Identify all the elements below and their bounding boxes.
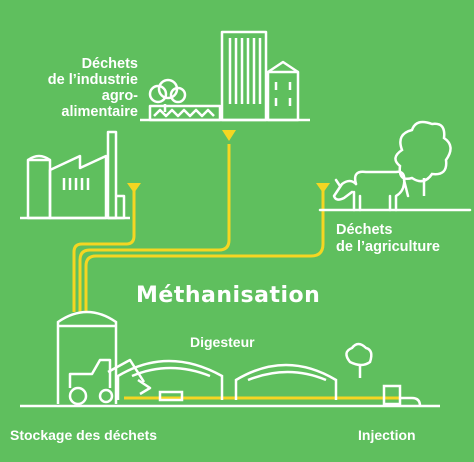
digester-label: Digesteur xyxy=(190,334,255,350)
agriculture-waste-label: Déchets de l’agriculture xyxy=(336,222,440,256)
injection-icon xyxy=(345,342,422,407)
agriculture-waste-line1: Déchets xyxy=(336,222,393,238)
diagram-title: Méthanisation xyxy=(136,283,321,308)
industry-waste-line3: agro- xyxy=(101,88,138,104)
industry-waste-line2: de l’industrie xyxy=(47,72,138,88)
industry-waste-line1: Déchets xyxy=(81,56,138,72)
source-markers xyxy=(127,130,330,193)
tractor-icon xyxy=(68,358,152,406)
city-icon xyxy=(140,30,310,122)
storage-tank-icon xyxy=(56,310,118,404)
digester-icon xyxy=(116,359,338,402)
factory-icon xyxy=(20,130,130,220)
waste-pipes xyxy=(72,144,400,400)
tree-icon xyxy=(394,120,452,196)
cow-icon xyxy=(318,170,472,212)
agriculture-waste-line2: de l’agriculture xyxy=(336,239,440,255)
industry-waste-label: Déchets de l’industrie agro- alimentaire xyxy=(20,56,138,120)
injection-label: Injection xyxy=(358,427,416,443)
storage-label: Stockage des déchets xyxy=(10,427,158,443)
industry-waste-line4: alimentaire xyxy=(61,104,138,120)
